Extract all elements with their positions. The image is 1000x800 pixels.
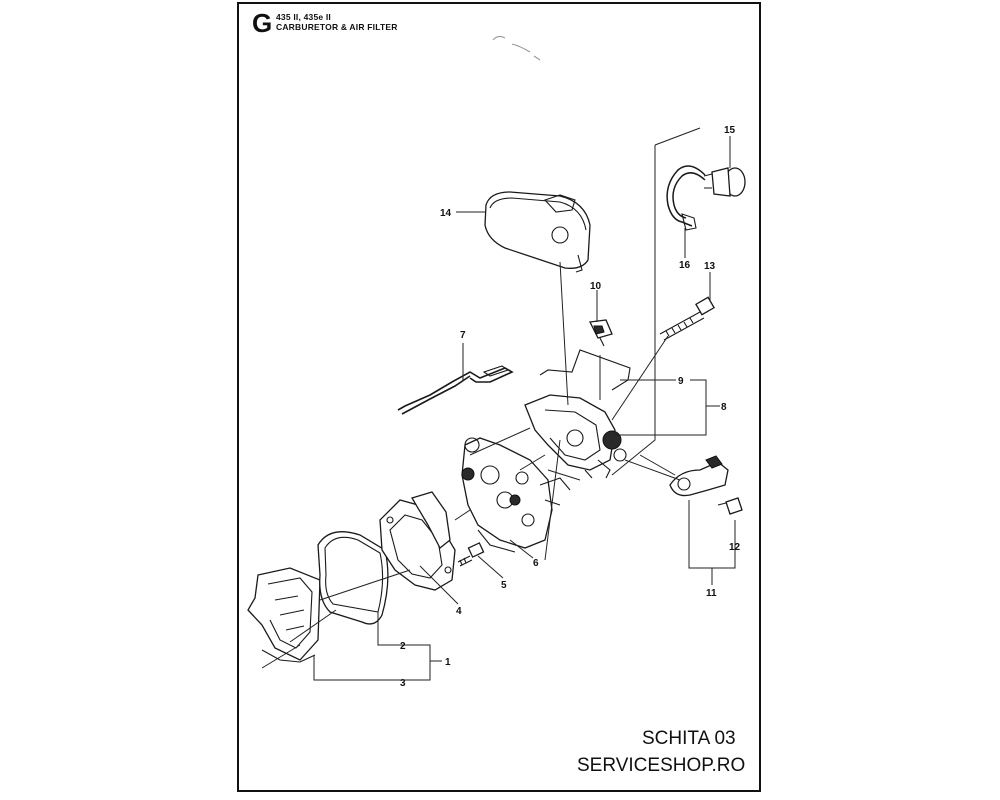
callout-8: 8 — [721, 402, 727, 413]
part-filter-cover — [484, 191, 591, 273]
sheet-label: SCHITA 03 — [642, 728, 736, 749]
part-choke-rod — [397, 365, 514, 415]
model-names: 435 II, 435e II — [276, 12, 331, 22]
callout-5: 5 — [501, 580, 507, 591]
callout-16: 16 — [679, 260, 691, 271]
leader-lines — [261, 127, 736, 681]
callout-numbers: 1 2 3 4 5 6 7 8 9 10 11 12 13 14 15 16 — [400, 125, 741, 689]
part-gasket — [379, 491, 456, 591]
callout-14: 14 — [440, 208, 452, 219]
part-screw-5 — [457, 542, 485, 567]
callout-7: 7 — [460, 330, 466, 341]
callout-12: 12 — [729, 542, 741, 553]
part-carburetor — [461, 437, 571, 553]
callout-9: 9 — [678, 376, 684, 387]
part-bracket — [524, 349, 631, 479]
part-choke-lever — [669, 455, 743, 515]
section-letter: G — [252, 8, 273, 38]
part-fuel-hose — [666, 165, 706, 231]
callout-6: 6 — [533, 558, 539, 569]
callout-15: 15 — [724, 125, 736, 136]
callout-3: 3 — [400, 678, 406, 689]
callout-4: 4 — [456, 606, 462, 617]
callout-1: 1 — [445, 657, 451, 668]
diagram-title: CARBURETOR & AIR FILTER — [276, 22, 398, 32]
callout-13: 13 — [704, 261, 716, 272]
part-primer-bulb — [703, 167, 746, 197]
part-bolt-13 — [659, 296, 715, 341]
part-filter-ring — [317, 531, 389, 625]
callout-2: 2 — [400, 641, 406, 652]
part-clip-10 — [589, 319, 613, 347]
callout-10: 10 — [590, 281, 602, 292]
diagram-frame — [237, 2, 761, 792]
callout-11: 11 — [706, 588, 717, 599]
faint-mark — [492, 35, 541, 61]
part-filter-holder — [247, 567, 321, 663]
shop-label: SERVICESHOP.RO — [577, 755, 746, 776]
